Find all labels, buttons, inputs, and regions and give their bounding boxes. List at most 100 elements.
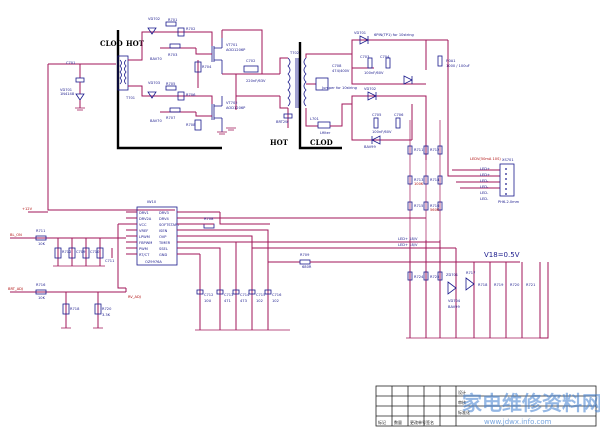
svg-text:BAV70: BAV70 [150, 57, 162, 61]
svg-text:C701: C701 [66, 61, 75, 65]
svg-text:3.3K: 3.3K [102, 313, 111, 317]
svg-text:VD701: VD701 [60, 88, 72, 92]
svg-text:VD702: VD702 [364, 87, 376, 91]
ic-pin-l3: VCC [139, 223, 147, 227]
svg-text:C708: C708 [332, 64, 342, 68]
svg-text:R0A1: R0A1 [446, 59, 456, 63]
svg-text:标记: 标记 [378, 419, 386, 425]
svg-text:更改单号: 更改单号 [410, 419, 426, 425]
watermark-text: 家电维修资料网 [462, 391, 600, 415]
svg-text:C714: C714 [240, 293, 250, 297]
svg-text:C704: C704 [380, 55, 390, 59]
ic-pin-l7: PWM [139, 247, 148, 251]
svg-text:+12V: +12V [22, 207, 33, 211]
conn-pin-2: LED+ [480, 173, 490, 177]
rail-label: V18=0.5V [484, 251, 520, 259]
svg-text:C706: C706 [394, 113, 404, 117]
svg-text:R716: R716 [36, 283, 46, 287]
svg-text:R714: R714 [430, 178, 440, 182]
vt701-ref: VT701 [226, 43, 238, 47]
svg-text:设计: 设计 [458, 389, 466, 395]
ic-pin-l6: FBPWM [139, 241, 152, 245]
svg-text:LED+ 18/V: LED+ 18/V [398, 237, 418, 241]
svg-text:C703: C703 [360, 55, 369, 59]
svg-text:BRT2W: BRT2W [276, 120, 289, 124]
svg-text:R702: R702 [186, 27, 195, 31]
svg-text:签名: 签名 [426, 419, 434, 425]
svg-text:LED+ 18/V: LED+ 18/V [398, 243, 418, 247]
svg-text:1N4148: 1N4148 [60, 92, 75, 96]
connector-part: PH6-2.0mm [498, 200, 520, 204]
label-hot-bottom: HOT [270, 138, 289, 147]
svg-text:Lfilter: Lfilter [320, 131, 331, 135]
svg-text:VD702: VD702 [148, 17, 160, 21]
svg-text:6PIN(TP1) for 10string: 6PIN(TP1) for 10string [374, 33, 414, 37]
svg-text:R725: R725 [430, 275, 439, 279]
ic-pin-r2: DRV4 [159, 217, 170, 221]
vt702-ref: VT702 [226, 101, 238, 105]
watermark-url: www.jdwx.info.com [484, 418, 552, 426]
ic-pin-r4: ISEN [159, 229, 168, 233]
svg-text:R720: R720 [102, 307, 112, 311]
ic-pin-l1: DRV1 [139, 211, 149, 215]
svg-text:VD701: VD701 [354, 31, 366, 35]
title-block: 标记 数量 更改单号 签名 设计 审核 标准化 [375, 385, 597, 427]
svg-text:BAV70: BAV70 [150, 119, 162, 123]
svg-text:10U: 10U [204, 299, 212, 303]
watermark: 家电维修资料网 www.jdwx.info.com [462, 391, 600, 426]
ic-pin-l5: LPWM [139, 235, 150, 239]
ic-pin-r6: TIMER [158, 241, 171, 245]
svg-text:R711: R711 [36, 229, 45, 233]
svg-text:C710: C710 [90, 250, 100, 254]
svg-text:680R: 680R [302, 265, 312, 269]
secondary-section: L701 Lfilter C708 474/400V Jumper for 10… [305, 31, 470, 160]
svg-text:VD703: VD703 [148, 81, 160, 85]
led-connector: XS701 PH6-2.0mm LED+ LED+ LED- LED- LED-… [480, 158, 520, 204]
vt701-part: AOD1206P [226, 48, 246, 52]
svg-text:R718: R718 [478, 283, 488, 287]
svg-text:102: 102 [272, 299, 279, 303]
svg-text:标准化: 标准化 [458, 409, 470, 415]
svg-text:R715: R715 [414, 204, 423, 208]
svg-text:C705: C705 [372, 113, 381, 117]
svg-text:R703: R703 [168, 53, 177, 57]
svg-text:R708: R708 [204, 217, 214, 221]
svg-text:R709: R709 [300, 253, 310, 257]
svg-text:R712: R712 [430, 148, 439, 152]
svg-text:R718: R718 [70, 307, 80, 311]
svg-text:R712: R712 [62, 250, 71, 254]
ic-pin-l4: VREF [139, 229, 148, 233]
svg-text:L701: L701 [310, 117, 319, 121]
svg-text:ZD701: ZD701 [446, 273, 458, 277]
svg-text:C709: C709 [76, 250, 86, 254]
svg-text:473: 473 [240, 299, 247, 303]
conn-pin-3: LED- [480, 179, 489, 183]
svg-text:10K: 10K [38, 242, 46, 246]
svg-text:100nF/60V: 100nF/60V [364, 71, 384, 75]
ic-pin-l8: RT/CT [139, 253, 150, 257]
ic-refdes: IW10 [147, 200, 157, 204]
svg-text:C711: C711 [105, 259, 114, 263]
ic-pin-r7: SSEL [159, 247, 168, 251]
conn-pin-1: LED+ [480, 167, 490, 171]
svg-text:LEDV(50mA 10S): LEDV(50mA 10S) [470, 157, 501, 161]
label-clod-bottom: CLOD [310, 138, 333, 147]
svg-text:BAV99: BAV99 [448, 305, 460, 309]
svg-text:560K: 560K [430, 208, 440, 212]
svg-text:R711: R711 [414, 148, 423, 152]
svg-text:R716: R716 [430, 204, 440, 208]
ic-pin-r8: GND [159, 253, 167, 257]
svg-text:C713: C713 [224, 293, 233, 297]
svg-text:VD704: VD704 [448, 299, 461, 303]
svg-text:BRT_ADJ: BRT_ADJ [8, 287, 23, 291]
svg-text:471: 471 [224, 299, 231, 303]
svg-text:审核: 审核 [458, 399, 466, 405]
svg-text:220nF/63V: 220nF/63V [246, 79, 266, 83]
svg-text:100nF/60V: 100nF/60V [372, 130, 392, 134]
output-ladders: R711 R712 R713 R714 R715 R716 100K 560K … [407, 40, 501, 240]
label-hot-left: HOT [126, 39, 145, 48]
input-network: +12V BL_ON R711 10K R712 C709 C710 BRT_A… [8, 207, 141, 329]
svg-text:R707: R707 [166, 116, 175, 120]
svg-text:R705: R705 [166, 82, 175, 86]
